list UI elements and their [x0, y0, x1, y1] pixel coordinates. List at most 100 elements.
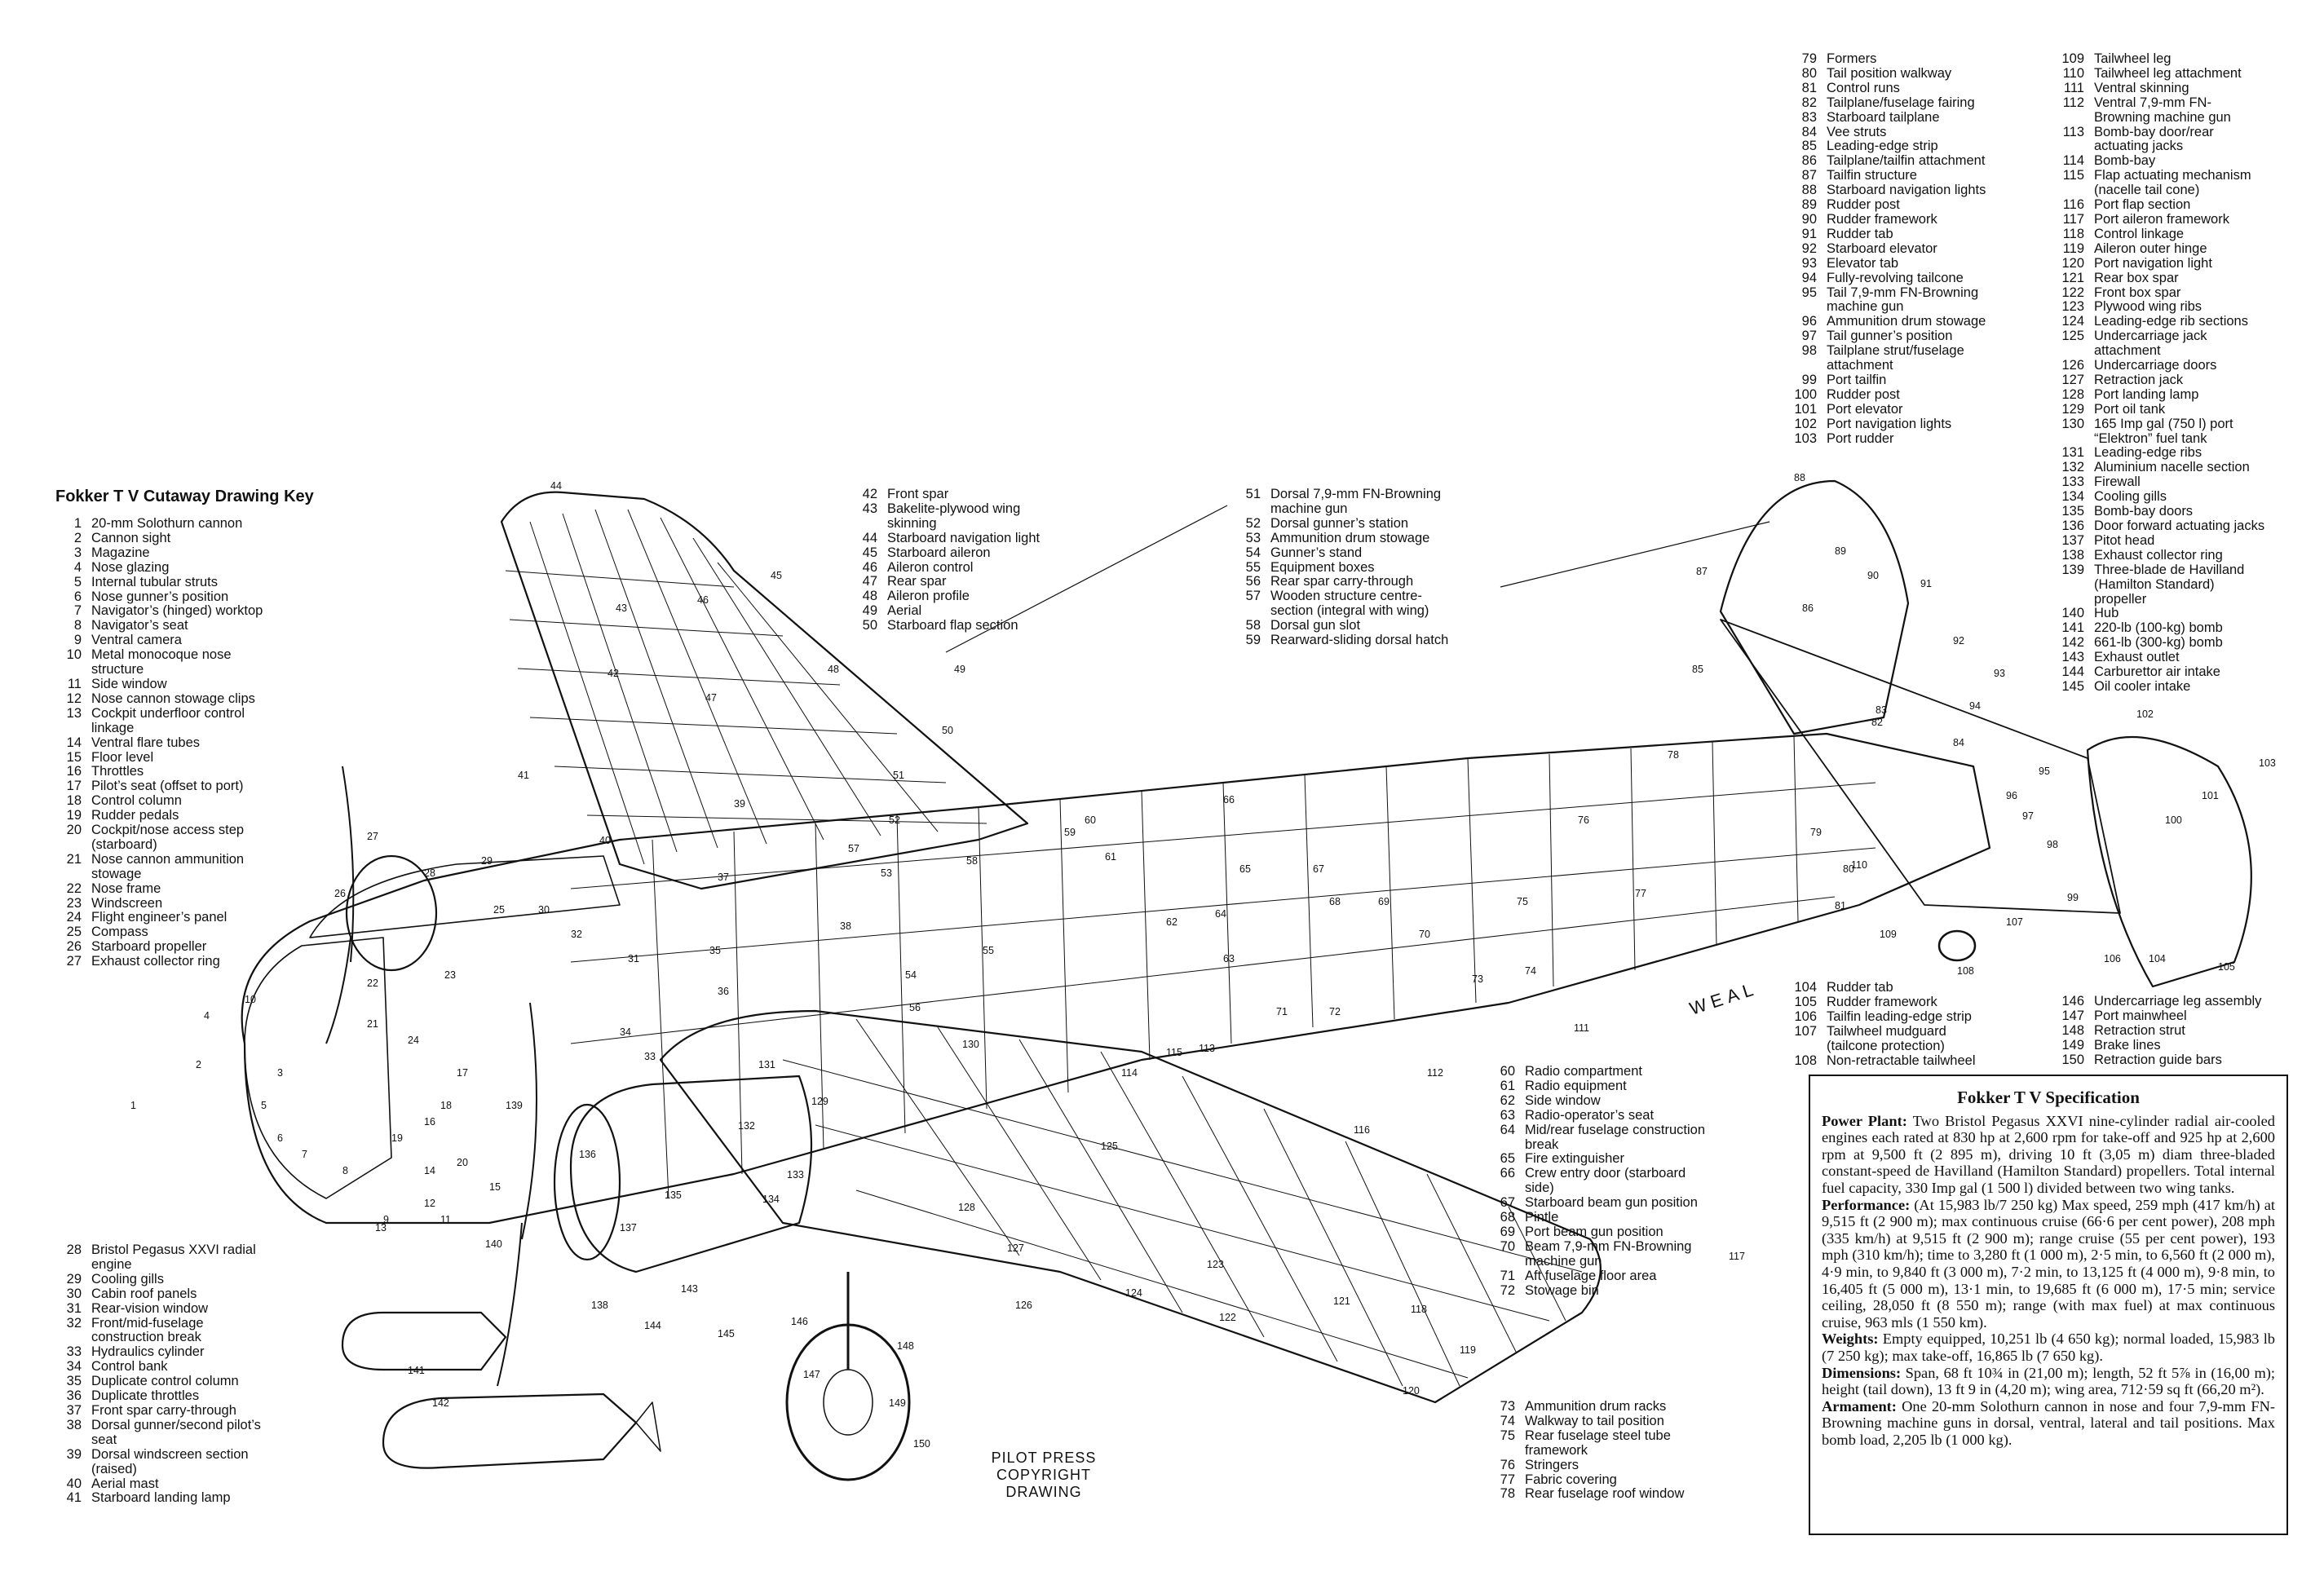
key-item-number: 23 [66, 895, 82, 911]
key-item-label: (starboard) [91, 836, 157, 852]
callout-number: 84 [1953, 737, 1964, 748]
key-item-number: 55 [1245, 559, 1261, 575]
key-item-label: Exhaust collector ring [91, 954, 220, 969]
callout-number: 150 [913, 1438, 930, 1450]
key-item-label: Rudder tab [1827, 226, 1893, 241]
callout-number: 28 [424, 867, 435, 879]
callout-number: 111 [1574, 1022, 1589, 1034]
spec-text: (At 15,983 lb/7 250 kg) Max speed, 259 m… [1822, 1196, 2275, 1331]
key-item-number: 122 [2061, 285, 2084, 300]
key-item-number: 81 [1801, 80, 1817, 95]
key-item-label: Duplicate control column [91, 1374, 239, 1389]
starboard-engine [345, 854, 438, 972]
callout-number: 103 [2259, 757, 2276, 769]
callout-number: 21 [367, 1018, 378, 1030]
key-item-number: 134 [2061, 489, 2084, 505]
callout-number: 128 [958, 1202, 975, 1213]
key-item-label: Control runs [1827, 80, 1900, 95]
key-item-label: Tail 7,9-mm FN-Browning [1827, 285, 1979, 300]
key-item-label: Ammunition drum stowage [1270, 530, 1430, 545]
callout-number: 5 [261, 1100, 267, 1111]
credit-line: DRAWING [1005, 1484, 1082, 1500]
key-item-label: Dorsal gunner’s station [1270, 515, 1409, 531]
key-item-label: propeller [2094, 591, 2147, 607]
callout-number: 143 [681, 1283, 698, 1295]
key-item-label: (raised) [91, 1461, 137, 1476]
key-item-label: attachment [2094, 343, 2161, 359]
key-item-label: Flight engineer’s panel [91, 910, 228, 925]
key-item-number: 128 [2061, 386, 2084, 402]
callout-number: 18 [440, 1100, 452, 1111]
key-item-number: 69 [1500, 1224, 1515, 1239]
key-item-label: Tailfin structure [1827, 168, 1917, 183]
key-item-number: 9 [73, 633, 82, 648]
key-item-number: 142 [2061, 635, 2084, 651]
callout-number: 26 [334, 888, 346, 899]
key-item-label: Undercarriage jack [2094, 329, 2207, 344]
key-item-label: Exhaust outlet [2094, 650, 2180, 665]
key-item-label: Ventral flare tubes [91, 735, 200, 750]
callout-number: 61 [1105, 851, 1116, 863]
key-item-label: machine gun [1270, 501, 1348, 516]
callout-number: 51 [893, 770, 904, 781]
callout-number: 75 [1517, 896, 1528, 907]
key-item-label: Elevator tab [1827, 255, 1899, 271]
key-item: 0engine [51, 1257, 261, 1273]
key-item-label: linkage [91, 720, 135, 735]
key-item: 0(nacelle tail cone) [2053, 183, 2264, 198]
key-item-number: 31 [66, 1300, 82, 1316]
key-item-label: Oil cooler intake [2094, 678, 2191, 694]
key-item: 0construction break [51, 1331, 261, 1345]
key-item-number: 115 [2062, 168, 2084, 183]
key-item-number: 4 [73, 559, 82, 575]
key-item-label: Tailplane/fuselage fairing [1827, 95, 1975, 110]
key-item-label: Undercarriage doors [2094, 358, 2217, 373]
key-item-label: Nose glazing [91, 559, 170, 575]
key-item-label: Firewall [2094, 474, 2141, 490]
callout-number: 129 [811, 1096, 828, 1107]
callout-number: 50 [942, 725, 953, 736]
callout-number: 133 [787, 1169, 804, 1181]
key-item-number: 17 [66, 779, 82, 794]
key-item: 0machine gun [1484, 1254, 1705, 1269]
key-item-label: Ventral 7,9-mm FN- [2094, 95, 2211, 110]
callout-number: 13 [375, 1222, 387, 1234]
key-item-label: Stowage bin [1525, 1282, 1599, 1298]
callout-number: 59 [1064, 827, 1076, 838]
spec-paragraph: Armament: One 20-mm Solothurn cannon in … [1822, 1398, 2275, 1449]
key-item-label: Radio compartment [1525, 1064, 1642, 1079]
key-item-number: 130 [2061, 416, 2084, 431]
key-item-number: 113 [2062, 124, 2084, 139]
key-item-label: Ventral camera [91, 633, 182, 648]
key-item-number: 16 [66, 764, 82, 779]
callout-number: 91 [1920, 578, 1932, 589]
callout-number: 114 [1121, 1067, 1138, 1079]
callout-number: 144 [644, 1320, 661, 1331]
callout-number: 60 [1085, 814, 1096, 826]
